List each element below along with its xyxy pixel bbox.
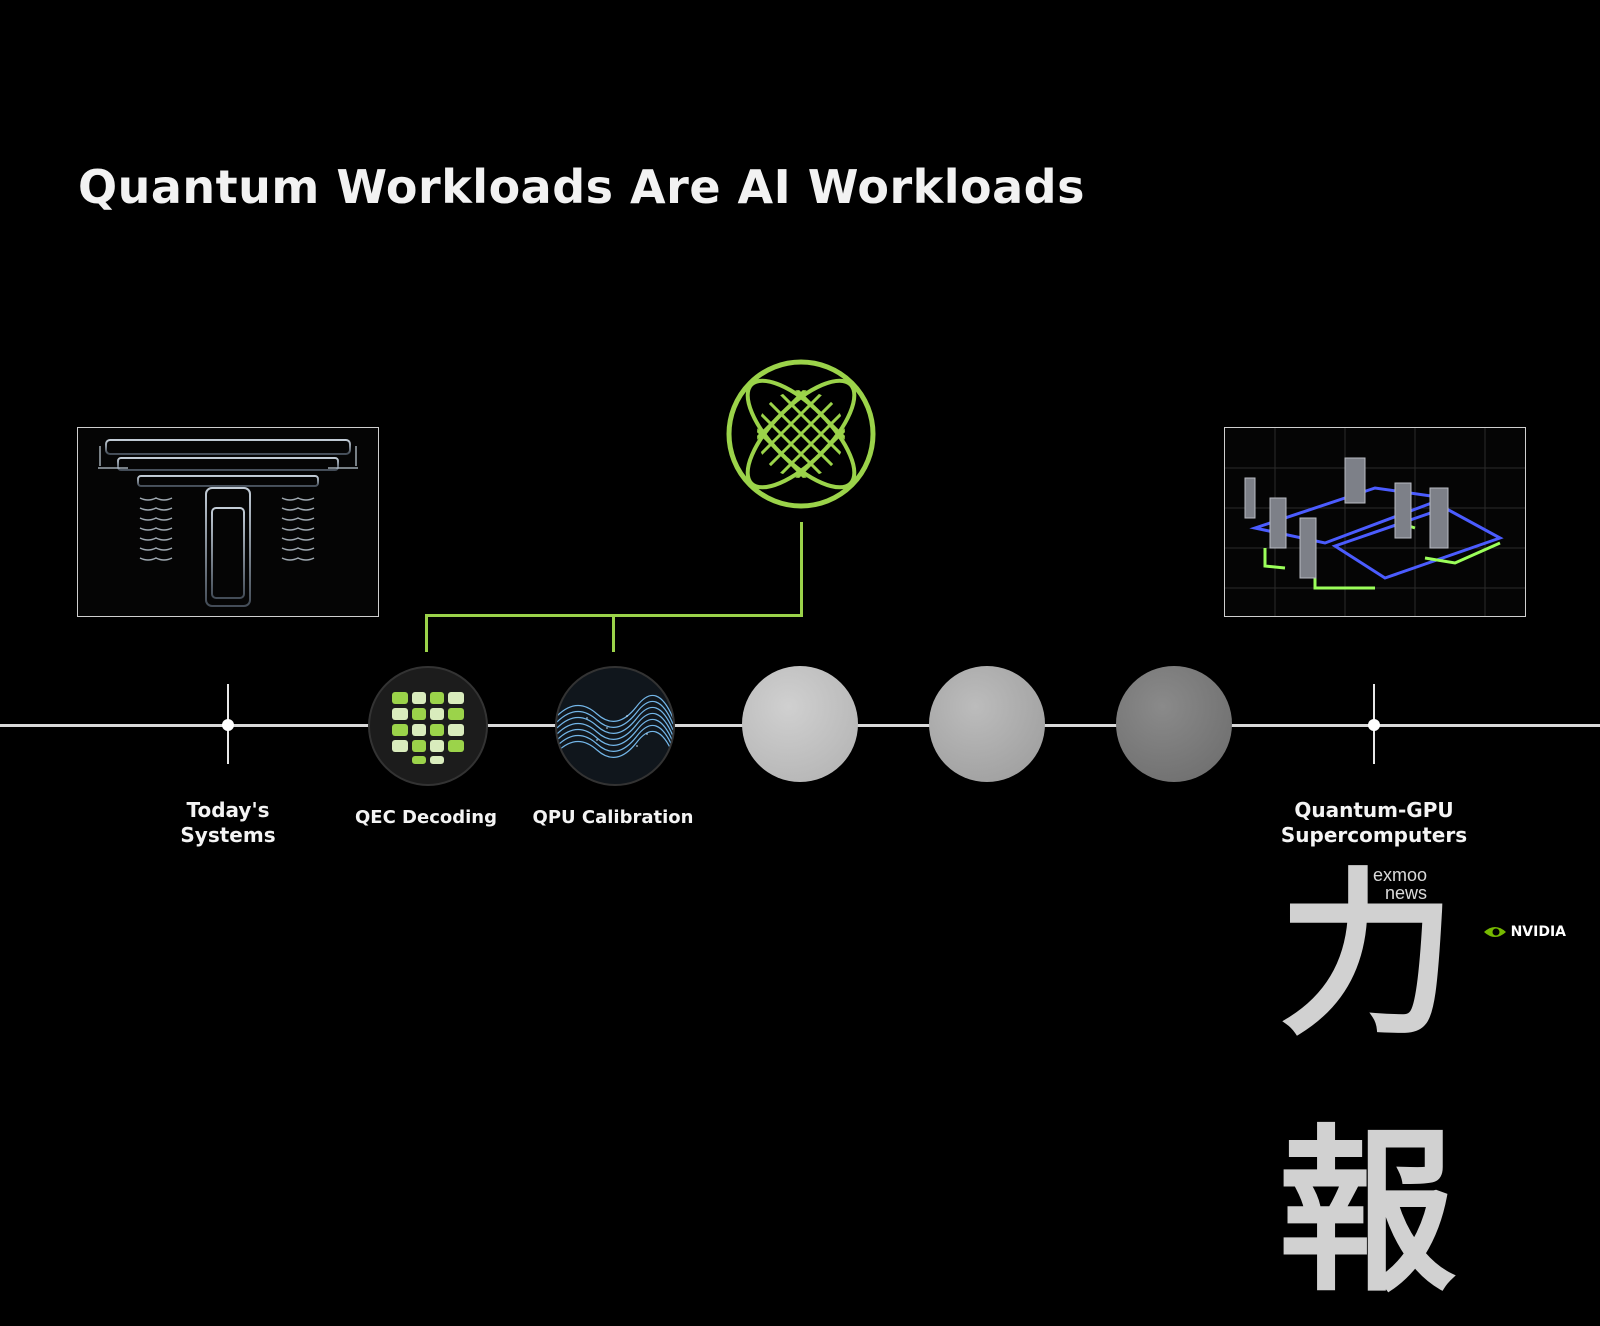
wave-mesh-icon <box>557 694 673 758</box>
start-label-line1: Today's <box>186 798 270 822</box>
qec-decoding-label: QEC Decoding <box>354 807 497 828</box>
qpu-calibration-node <box>555 666 675 786</box>
nvidia-logo: NVIDIA <box>1483 924 1566 940</box>
connector-vertical-main <box>800 522 803 617</box>
watermark-text: exmoo news <box>1357 866 1427 902</box>
timeline-end-label: Quantum-GPU Supercomputers <box>1264 798 1484 848</box>
end-label-line1: Quantum-GPU <box>1294 798 1454 822</box>
quantum-system-image-frame <box>77 427 379 617</box>
qpu-calibration-label: QPU Calibration <box>532 807 694 828</box>
nvidia-eye-icon <box>1483 927 1506 937</box>
watermark-text-line2: news <box>1384 883 1427 903</box>
slide-title: Quantum Workloads Are AI Workloads <box>78 160 1085 214</box>
future-node-2 <box>929 666 1045 782</box>
green-orbital-sphere-icon <box>726 359 876 509</box>
nvidia-logo-text: NVIDIA <box>1510 924 1566 940</box>
end-label-line2: Supercomputers <box>1280 823 1468 847</box>
future-node-3 <box>1116 666 1232 782</box>
connector-to-qpu <box>612 614 615 652</box>
connector-to-qec <box>425 614 428 652</box>
timeline-start-label: Today's Systems <box>168 798 288 848</box>
timeline-end-dot <box>1368 719 1380 731</box>
quantum-gpu-image-frame <box>1224 427 1526 617</box>
quantum-computer-chandelier-image <box>98 439 358 607</box>
timeline-start-dot <box>222 719 234 731</box>
future-node-1 <box>742 666 858 782</box>
watermark-logo: 力報 <box>1278 852 1456 1316</box>
watermark-text-line1: exmoo <box>1372 865 1427 885</box>
qec-decoding-node <box>368 666 488 786</box>
start-label-line2: Systems <box>180 823 276 847</box>
grid-pattern-icon <box>392 692 464 764</box>
quantum-gpu-datacenter-image <box>1225 428 1525 616</box>
